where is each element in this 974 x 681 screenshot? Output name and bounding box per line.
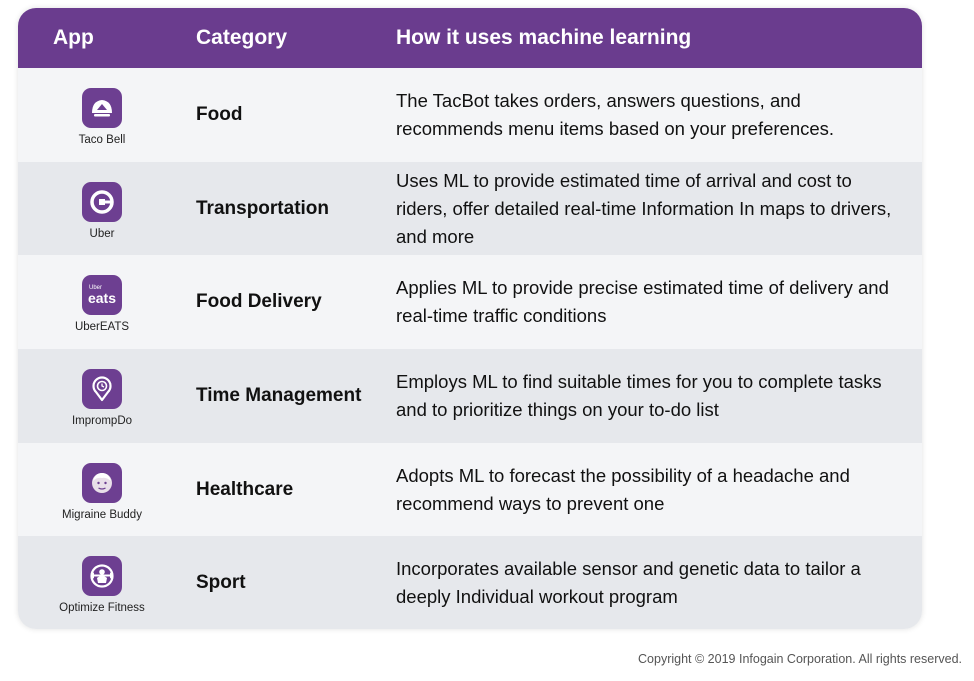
app-name: Uber	[89, 227, 115, 240]
table-row: ImprompDo Time Management Employs ML to …	[18, 349, 922, 443]
app-cell: ImprompDo	[18, 365, 186, 427]
uber-icon	[82, 181, 122, 222]
ubereats-icon-small-text: Uber	[89, 284, 103, 291]
app-name: ImprompDo	[71, 415, 133, 427]
app-name: Taco Bell	[78, 134, 126, 146]
description: Incorporates available sensor and geneti…	[396, 557, 861, 607]
app-cell: Migraine Buddy	[18, 459, 186, 521]
ubereats-icon: Uber eats	[82, 275, 122, 315]
description: Applies ML to provide precise estimated …	[396, 277, 889, 326]
table-row: Uber Transportation Uses ML to provide e…	[18, 162, 922, 255]
category: Food	[196, 104, 243, 125]
header-description: How it uses machine learning	[396, 26, 692, 49]
app-name: UberEATS	[74, 321, 130, 333]
app-cell: Taco Bell	[18, 84, 186, 146]
ubereats-icon-text: eats	[87, 289, 117, 306]
app-cell: Uber eats UberEATS	[18, 271, 186, 333]
clock-pin-icon	[82, 369, 122, 409]
app-name: Optimize Fitness	[59, 601, 145, 614]
fitness-icon	[82, 555, 122, 596]
table-row: Migraine Buddy Healthcare Adopts ML to f…	[18, 443, 922, 536]
table-header: App Category How it uses machine learnin…	[18, 8, 922, 68]
description: The TacBot takes orders, answers questio…	[396, 90, 835, 139]
app-name: Migraine Buddy	[62, 508, 142, 521]
face-icon	[82, 462, 122, 503]
header-app: App	[53, 26, 94, 49]
table-row: Taco Bell Food The TacBot takes orders, …	[18, 68, 922, 162]
category: Transportation	[196, 197, 330, 219]
app-cell: Uber	[18, 178, 186, 240]
category: Food Delivery	[196, 291, 322, 312]
app-cell: Optimize Fitness	[18, 552, 186, 614]
description: Employs ML to find suitable times for yo…	[396, 371, 882, 420]
category: Sport	[196, 571, 246, 593]
category: Time Management	[196, 385, 362, 406]
taco-bell-icon	[82, 88, 122, 128]
table-row: Uber eats UberEATS Food Delivery Applies…	[18, 255, 922, 349]
copyright-text: Copyright © 2019 Infogain Corporation. A…	[638, 652, 962, 666]
table-row: Optimize Fitness Sport Incorporates avai…	[18, 536, 922, 629]
description: Adopts ML to forecast the possibility of…	[396, 464, 850, 514]
header-category: Category	[196, 26, 288, 49]
category: Healthcare	[196, 478, 294, 500]
description: Uses ML to provide estimated time of arr…	[396, 169, 892, 247]
apps-table: App Category How it uses machine learnin…	[18, 8, 922, 629]
